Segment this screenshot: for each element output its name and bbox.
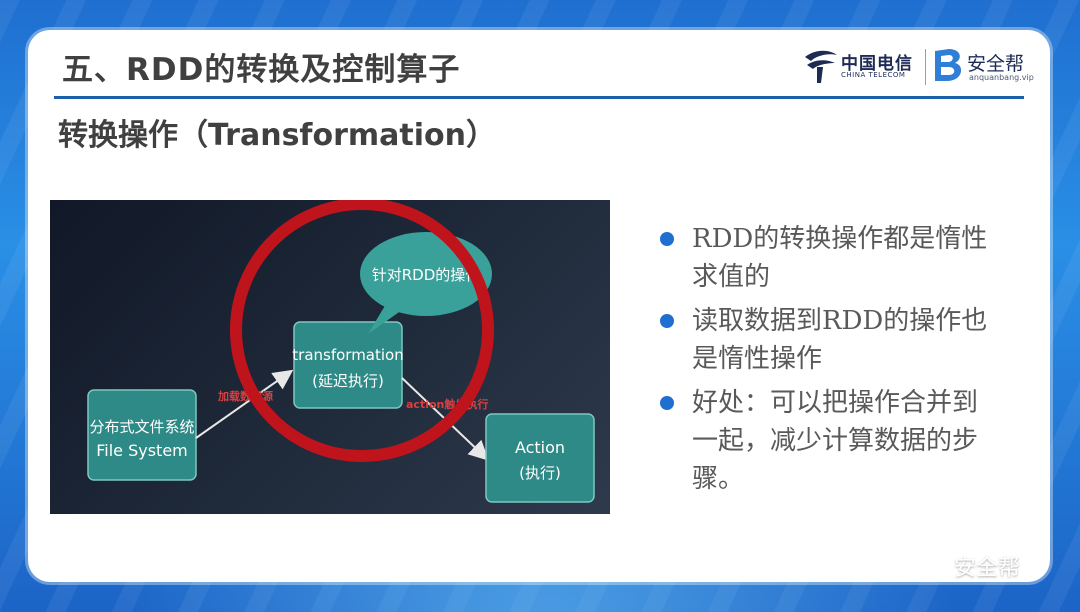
highlight-circle xyxy=(230,200,494,462)
transformation-node xyxy=(293,321,403,409)
watermark: 安全帮 xyxy=(922,550,1021,581)
action-label-2: (执行) xyxy=(519,464,561,482)
bullet-item: RDD的转换操作都是惰性求值的 xyxy=(658,220,998,296)
brand-b-icon xyxy=(935,49,962,81)
brand-name: 安全帮 xyxy=(967,53,1025,75)
anquanbang-logo: 安全帮 anquanbang.vip xyxy=(931,47,1041,87)
logo-divider xyxy=(925,49,926,85)
bullet-list: RDD的转换操作都是惰性求值的 读取数据到RDD的操作也是惰性操作 好处：可以把… xyxy=(658,220,998,504)
brand-url: anquanbang.vip xyxy=(969,73,1034,82)
action-label-1: Action xyxy=(515,438,565,457)
diagram-svg: 分布式文件系统 File System 加载数据源 transformation… xyxy=(87,200,595,503)
speech-bubble-label: 针对RDD的操作 xyxy=(372,266,481,284)
action-node xyxy=(485,413,595,503)
spark-transformation-diagram: 分布式文件系统 File System 加载数据源 transformation… xyxy=(50,200,610,514)
file-system-node xyxy=(87,389,197,481)
bullet-item: 好处：可以把操作合并到一起，减少计算数据的步骤。 xyxy=(658,384,998,498)
wechat-icon xyxy=(922,558,948,580)
file-system-label-1: 分布式文件系统 xyxy=(89,418,194,436)
telecom-en: CHINA TELECOM xyxy=(841,71,906,79)
slide-title: 五、RDD的转换及控制算子 xyxy=(62,52,461,88)
china-telecom-logo: 中国电信 CHINA TELECOM xyxy=(801,47,921,87)
slide-subtitle: 转换操作（Transformation） xyxy=(58,118,496,153)
bullet-dot-icon xyxy=(660,314,674,328)
bullet-text: 好处：可以把操作合并到一起，减少计算数据的步骤。 xyxy=(692,388,979,494)
title-rule xyxy=(54,96,1024,99)
trigger-arrow-label: action触发执行 xyxy=(406,397,488,411)
bullet-dot-icon xyxy=(660,396,674,410)
slide-card: 五、RDD的转换及控制算子 中国电信 CHINA TELECOM 安全帮 anq… xyxy=(28,30,1050,582)
bullet-item: 读取数据到RDD的操作也是惰性操作 xyxy=(658,302,998,378)
watermark-text: 安全帮 xyxy=(954,556,1021,581)
load-arrow xyxy=(195,369,294,439)
file-system-label-2: File System xyxy=(96,441,188,460)
transformation-label-2: (延迟执行) xyxy=(312,372,384,390)
transformation-label-1: transformation xyxy=(292,346,403,364)
telecom-name: 中国电信 xyxy=(841,54,913,74)
bullet-text: RDD的转换操作都是惰性求值的 xyxy=(692,224,988,292)
speech-bubble-tail xyxy=(368,304,402,334)
bullet-text: 读取数据到RDD的操作也是惰性操作 xyxy=(692,306,988,374)
bullet-dot-icon xyxy=(660,232,674,246)
telecom-emblem-icon xyxy=(805,50,837,83)
